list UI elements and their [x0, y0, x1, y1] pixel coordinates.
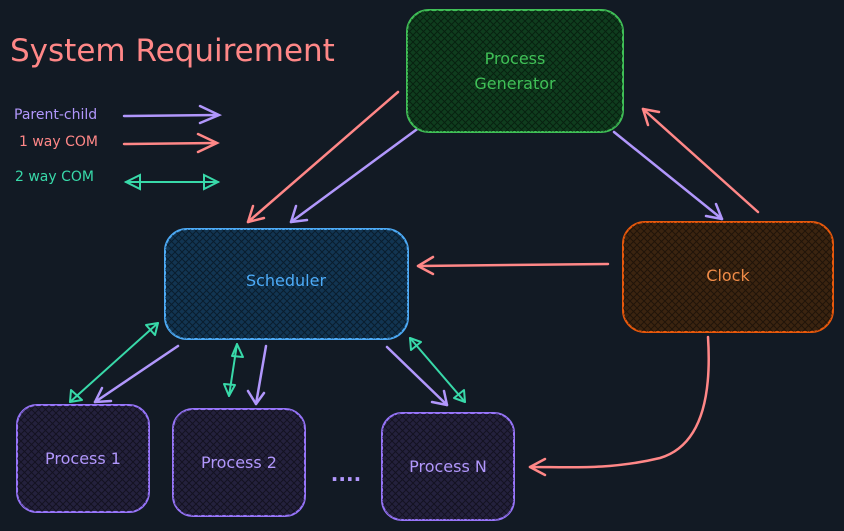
legend-label-two-way: 2 way COM: [15, 169, 94, 185]
legend: Parent-child 1 way COM 2 way COM: [14, 104, 223, 191]
arrow-scheduler-to-processN-parent: [385, 345, 449, 407]
arrow-scheduler-to-process2-parent: [246, 344, 268, 406]
ellipsis: ....: [331, 462, 361, 486]
arrow-scheduler-process2-two-way: [223, 343, 244, 397]
legend-arrow-one-way: [122, 132, 220, 154]
node-process-2: Process 2: [172, 408, 306, 517]
node-process-1: Process 1: [16, 404, 150, 513]
node-process-generator-label-line2: Generator: [474, 74, 556, 93]
connectors: [69, 90, 760, 477]
arrow-clock-to-scheduler-com: [416, 255, 610, 276]
node-clock-label: Clock: [706, 266, 750, 285]
arrow-generator-to-clock-parent: [612, 130, 724, 221]
arrow-clock-to-generator-com: [641, 107, 760, 214]
arrow-generator-to-scheduler-parent: [289, 125, 422, 224]
arrow-scheduler-processN-two-way: [409, 337, 466, 403]
node-process-n: Process N: [381, 412, 515, 521]
arrow-clock-to-processN-com: [528, 335, 710, 477]
legend-arrow-two-way: [123, 173, 221, 191]
arrow-scheduler-to-process1-parent: [93, 344, 180, 404]
node-process-generator: Process Generator: [406, 9, 624, 133]
arrow-scheduler-process1-two-way: [69, 322, 159, 403]
diagram-title: System Requirement: [10, 33, 335, 69]
legend-label-one-way: 1 way COM: [19, 134, 98, 150]
node-process-2-label: Process 2: [201, 453, 277, 472]
node-process-generator-label-line1: Process: [485, 49, 546, 68]
node-clock: Clock: [622, 221, 834, 333]
node-process-n-label: Process N: [409, 457, 487, 476]
node-scheduler: Scheduler: [164, 228, 409, 340]
arrow-generator-to-scheduler-com: [246, 90, 400, 224]
node-process-1-label: Process 1: [45, 449, 121, 468]
node-scheduler-label: Scheduler: [246, 271, 327, 290]
legend-arrow-parent-child: [122, 104, 223, 125]
legend-label-parent-child: Parent-child: [14, 107, 97, 123]
